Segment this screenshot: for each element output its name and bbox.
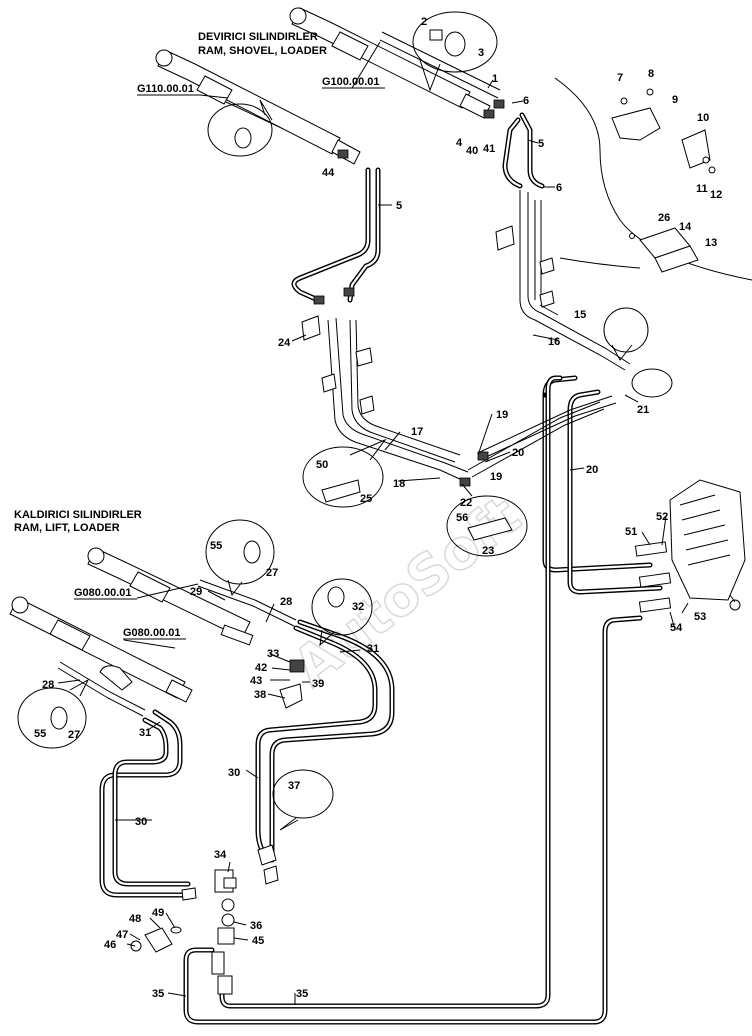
callout-label: 41 <box>483 143 495 155</box>
lift-heading-tr: KALDIRICI SILINDIRLER <box>14 509 142 521</box>
callout-label: 46 <box>104 939 116 951</box>
callout-label: 15 <box>574 309 586 321</box>
callout-label: 55 <box>34 728 46 740</box>
callout-label: 47 <box>116 929 128 941</box>
callout-label: 6 <box>523 95 529 107</box>
callout-label: 37 <box>288 780 300 792</box>
callout-label: 28 <box>42 679 54 691</box>
bracket-assembly <box>554 77 752 281</box>
callout-label: 48 <box>129 913 141 925</box>
callout-label: 17 <box>411 426 423 438</box>
callout-label: 40 <box>466 145 478 157</box>
callout-label: 38 <box>254 689 266 701</box>
callout-label: 43 <box>250 675 262 687</box>
callout-label: 27 <box>68 729 80 741</box>
callout-label: 52 <box>656 511 668 523</box>
callout-label: 25 <box>360 493 372 505</box>
ref-code: G080.00.01 <box>123 627 181 639</box>
callout-numbers: 2 3 1 6 4 40 41 5 6 44 5 7 8 9 10 11 12 … <box>34 16 722 1000</box>
callout-label: 39 <box>312 678 324 690</box>
callout-label: 19 <box>496 409 508 421</box>
callout-label: 22 <box>460 497 472 509</box>
ref-code: G110.00.01 <box>137 83 194 95</box>
callout-label: 6 <box>556 182 562 194</box>
callout-label: 20 <box>586 464 598 476</box>
callout-label: 13 <box>705 237 717 249</box>
callout-label: 30 <box>228 767 240 779</box>
callout-label: 19 <box>490 471 502 483</box>
callout-label: 34 <box>214 849 227 861</box>
callout-label: 5 <box>538 138 544 150</box>
tilt-heading-en: RAM, SHOVEL, LOADER <box>198 45 327 57</box>
callout-label: 30 <box>135 816 147 828</box>
callout-label: 31 <box>367 643 379 655</box>
callout-label: 1 <box>492 73 498 85</box>
callout-label: 29 <box>190 586 202 598</box>
control-valve <box>634 479 746 613</box>
callout-label: 4 <box>456 137 463 149</box>
callout-label: 51 <box>625 526 637 538</box>
callout-label: 18 <box>393 478 405 490</box>
callout-label: 53 <box>694 611 706 623</box>
leader-lines <box>57 41 689 1005</box>
callout-label: 35 <box>152 988 164 1000</box>
callout-label: 3 <box>478 47 484 59</box>
cylinders <box>9 7 491 703</box>
clips-and-fittings <box>99 99 555 995</box>
callout-label: 12 <box>710 189 722 201</box>
callout-label: 16 <box>548 336 560 348</box>
tilt-heading-tr: DEVIRICI SILINDIRLER <box>198 31 318 43</box>
callout-label: 7 <box>617 72 623 84</box>
callout-label: 5 <box>396 200 402 212</box>
callout-label: 27 <box>266 567 278 579</box>
callout-label: 10 <box>697 112 709 124</box>
callout-label: 20 <box>512 447 524 459</box>
section-headings: DEVIRICI SILINDIRLER RAM, SHOVEL, LOADER… <box>14 31 327 534</box>
callout-label: 32 <box>352 601 364 613</box>
callout-label: 26 <box>658 212 670 224</box>
reference-codes: G110.00.01 G100.00.01 G080.00.01 G080.00… <box>74 76 385 640</box>
callout-label: 33 <box>267 648 279 660</box>
callout-label: 2 <box>421 16 427 28</box>
callout-label: 23 <box>482 545 494 557</box>
callout-label: 56 <box>456 512 468 524</box>
callout-label: 24 <box>278 337 291 349</box>
ref-code: G100.00.01 <box>322 76 380 88</box>
callout-label: 50 <box>316 459 328 471</box>
callout-label: 9 <box>672 94 678 106</box>
callout-label: 14 <box>679 221 692 233</box>
callout-label: 21 <box>637 404 649 416</box>
watermark-text: AutoSoft <box>282 484 532 699</box>
hose-lines <box>99 112 663 1025</box>
callout-label: 45 <box>252 935 264 947</box>
callout-label: 55 <box>210 540 222 552</box>
callout-label: 8 <box>648 68 654 80</box>
callout-label: 44 <box>322 167 335 179</box>
steel-tubes <box>57 31 631 717</box>
detail-bubbles <box>17 11 673 831</box>
lift-heading-en: RAM, LIFT, LOADER <box>14 522 120 534</box>
callout-label: 35 <box>296 988 308 1000</box>
callout-label: 54 <box>670 622 683 634</box>
callout-label: 36 <box>250 920 262 932</box>
callout-label: 11 <box>696 183 708 195</box>
callout-label: 28 <box>280 596 292 608</box>
callout-label: 49 <box>152 907 164 919</box>
callout-label: 42 <box>255 662 267 674</box>
callout-label: 31 <box>139 727 151 739</box>
ref-code: G080.00.01 <box>74 587 132 599</box>
